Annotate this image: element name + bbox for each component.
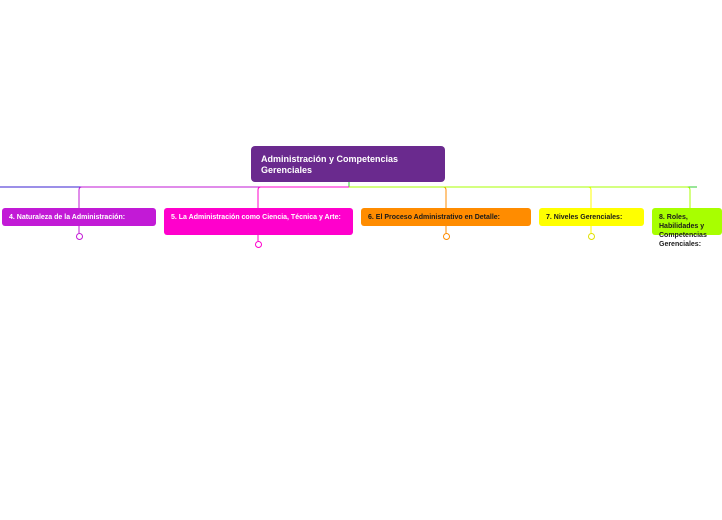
connector-topic-7 [349, 186, 592, 208]
expand-topic-4-plus-circle-icon[interactable] [76, 233, 83, 240]
topic-label: 4. Naturaleza de la Administración: [9, 214, 126, 221]
central-topic-label: Administración y Competencias Gerenciale… [261, 154, 399, 175]
topic-label: 7. Niveles Gerenciales: [546, 214, 623, 221]
central-topic[interactable]: Administración y Competencias Gerenciale… [251, 146, 445, 182]
expand-topic-5-plus-circle-icon[interactable] [255, 241, 262, 248]
topic-label: 5. La Administración como Ciencia, Técni… [171, 214, 341, 221]
topic-label: 8. Roles, Habilidades y Competencias Ger… [659, 214, 707, 248]
connector-topic-5 [257, 186, 349, 208]
topic-roles-habilidades[interactable]: 8. Roles, Habilidades y Competencias Ger… [652, 208, 722, 248]
expand-topic-7-plus-circle-icon[interactable] [588, 233, 595, 240]
topic-label: 6. El Proceso Administrativo en Detalle: [368, 214, 501, 221]
connector-topic-4 [78, 186, 349, 208]
topic-niveles-gerenciales[interactable]: 7. Niveles Gerenciales: [539, 208, 644, 226]
mindmap-canvas: Administración y Competencias Gerenciale… [0, 146, 722, 248]
connector-topic-8 [349, 186, 691, 208]
topic-proceso-administrativo[interactable]: 6. El Proceso Administrativo en Detalle: [361, 208, 531, 226]
connector-lines [0, 182, 697, 241]
connector-topic-6 [349, 186, 447, 208]
expand-topic-6-plus-circle-icon[interactable] [443, 233, 450, 240]
topic-naturaleza[interactable]: 4. Naturaleza de la Administración: [2, 208, 156, 226]
topic-ciencia-tecnica-arte[interactable]: 5. La Administración como Ciencia, Técni… [164, 208, 353, 235]
